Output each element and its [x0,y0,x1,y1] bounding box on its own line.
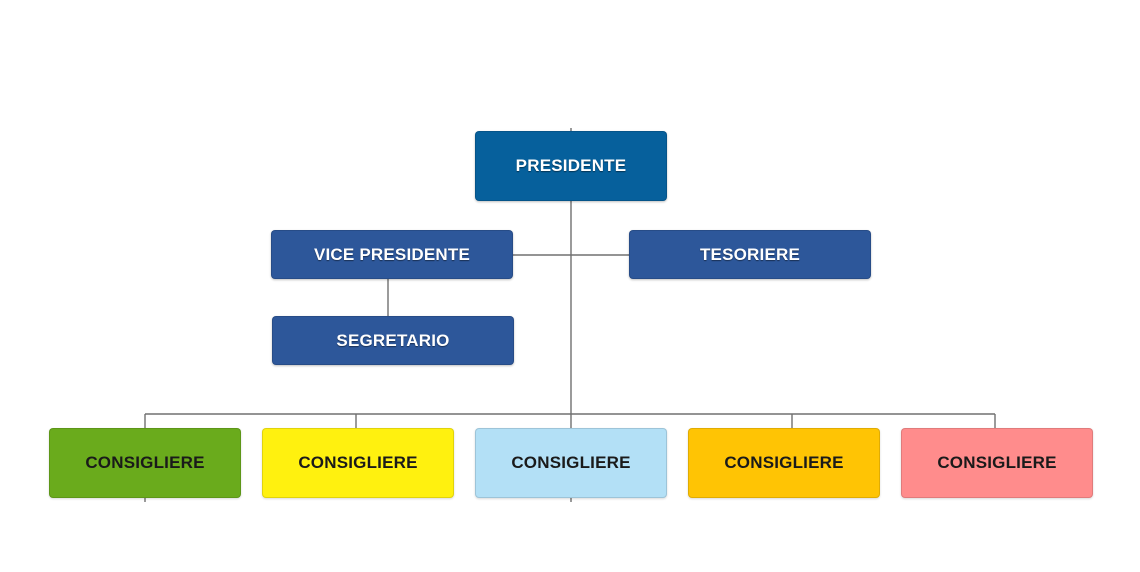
councillor-box-1: CONSIGLIERE [49,428,241,498]
councillor-box-4: CONSIGLIERE [688,428,880,498]
secretary-box: SEGRETARIO [272,316,514,365]
president-box: PRESIDENTE [475,131,667,201]
treasurer-box: TESORIERE [629,230,871,279]
vice-president-box: VICE PRESIDENTE [271,230,513,279]
councillor-box-2: CONSIGLIERE [262,428,454,498]
councillor-box-5: CONSIGLIERE [901,428,1093,498]
councillor-box-3: CONSIGLIERE [475,428,667,498]
